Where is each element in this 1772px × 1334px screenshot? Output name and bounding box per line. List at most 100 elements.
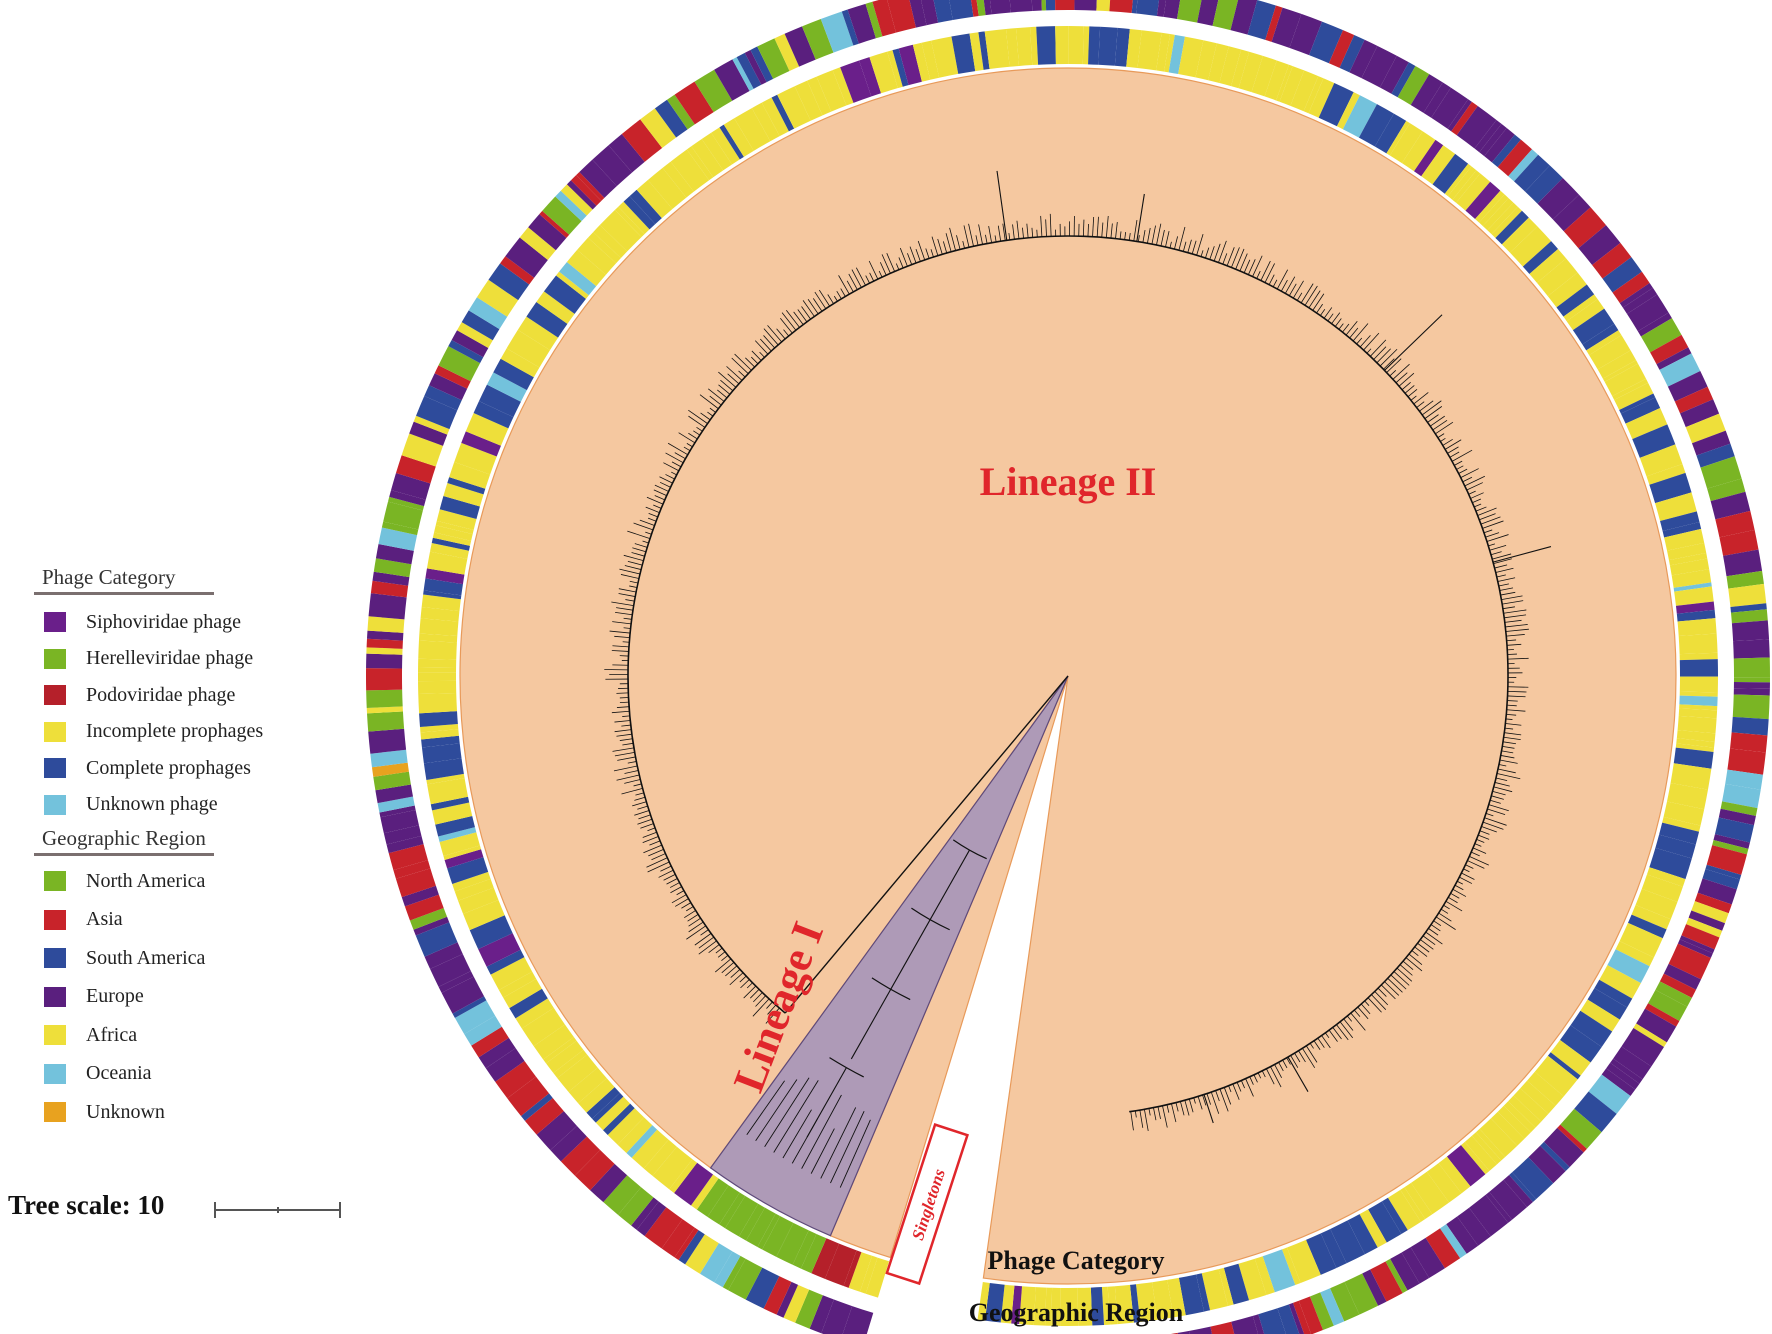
tree-branch — [1377, 987, 1387, 997]
tree-branch — [1497, 577, 1516, 582]
ring-segment — [1696, 443, 1735, 468]
ring-segment — [574, 1150, 615, 1191]
tree-branch — [1505, 723, 1522, 726]
ring-segment — [418, 633, 458, 643]
ring-segment — [381, 521, 419, 536]
tree-branch — [616, 733, 632, 737]
tree-branch — [1231, 247, 1240, 268]
tree-branch — [1222, 253, 1228, 265]
tree-branch — [1499, 759, 1518, 764]
ring-segment — [1668, 552, 1708, 566]
legend-item: Siphoviridae phage — [44, 611, 241, 633]
ring-segment — [1733, 682, 1770, 689]
ring-segment — [1560, 1108, 1602, 1149]
ring-segment — [1614, 382, 1654, 410]
legend-swatch — [44, 721, 66, 742]
ring-segment — [373, 771, 411, 791]
tree-branch — [629, 580, 639, 584]
ring-segment — [379, 805, 416, 818]
ring-segment — [1136, 0, 1160, 16]
ring-segment — [1723, 549, 1763, 577]
tree-branch — [1435, 421, 1454, 435]
ring-segment — [631, 1129, 669, 1169]
ring-segment — [416, 395, 458, 430]
ring-segment — [1230, 0, 1258, 35]
legend-swatch — [44, 612, 66, 632]
tree-branch — [1323, 307, 1333, 319]
ring-segment — [1223, 1263, 1250, 1305]
ring-segment — [1495, 210, 1529, 245]
tree-branch — [717, 951, 726, 958]
tree-branch — [1274, 1064, 1282, 1078]
ring-segment — [1456, 106, 1497, 149]
ring-segment — [515, 998, 554, 1029]
tree-branch — [1504, 727, 1514, 730]
ring-segment — [714, 1251, 741, 1288]
ring-segment — [1626, 294, 1669, 332]
ring-segment — [1594, 979, 1633, 1008]
ring-segment — [536, 291, 575, 324]
tree-branch — [1261, 1070, 1266, 1078]
ring-segment — [1702, 869, 1740, 890]
ring-segment — [821, 1299, 853, 1334]
ring-segment — [1646, 463, 1686, 485]
ring-segment — [1195, 40, 1217, 81]
ring-segment — [1254, 1256, 1275, 1295]
tree-branch — [1153, 1107, 1157, 1121]
ring-segment — [1389, 123, 1423, 164]
ring-segment — [859, 1255, 878, 1294]
tree-branch — [1492, 546, 1552, 563]
ring-segment — [892, 48, 909, 87]
tree-branch — [1193, 1097, 1196, 1104]
ring-segment — [590, 1163, 628, 1203]
geographic-region-legend-divider — [34, 853, 214, 856]
tree-branch — [1438, 912, 1452, 922]
tree-branch — [968, 223, 974, 247]
tree-branch — [1396, 967, 1413, 982]
ring-segment — [1045, 0, 1056, 11]
tree-branch — [1494, 564, 1508, 569]
ring-segment — [503, 978, 542, 1009]
ring-segment — [1167, 1277, 1186, 1318]
tree-branch — [1445, 900, 1463, 912]
ring-segment — [1177, 1330, 1190, 1334]
tree-branch — [1472, 847, 1487, 854]
tree-branch — [1171, 1103, 1177, 1123]
ring-segment — [1636, 1008, 1677, 1043]
ring-segment — [1197, 0, 1219, 26]
tree-branch — [666, 878, 678, 885]
ring-segment — [1386, 120, 1410, 156]
ring-segment — [395, 455, 436, 484]
ring-segment — [1527, 1071, 1564, 1106]
tree-branch — [1282, 1059, 1288, 1069]
tree-branch — [1359, 335, 1371, 348]
tree-branch — [1488, 804, 1509, 812]
ring-segment — [1552, 194, 1591, 232]
tree-branch — [1437, 433, 1445, 438]
tree-branch — [1413, 392, 1429, 405]
tree-branch — [830, 1111, 865, 1184]
tree-branch — [721, 962, 735, 974]
ring-segment — [1390, 1252, 1420, 1291]
ring-segment — [669, 1159, 698, 1194]
tree-branch — [633, 522, 654, 531]
tree-branch — [1477, 507, 1497, 516]
ring-segment — [1649, 847, 1692, 880]
ring-segment — [452, 871, 491, 892]
ring-segment — [1421, 145, 1456, 185]
tree-branch — [1398, 372, 1415, 387]
tree-branch — [1410, 395, 1417, 401]
ring-segment — [1514, 154, 1550, 192]
ring-segment — [1676, 609, 1716, 622]
ring-segment — [553, 1049, 588, 1079]
tree-branch — [767, 1004, 777, 1015]
tree-branch — [634, 543, 648, 548]
ring-segment — [1479, 123, 1507, 157]
ring-segment — [1718, 808, 1756, 826]
ring-segment — [560, 184, 593, 216]
tree-branch — [1386, 358, 1402, 373]
tree-branch — [687, 914, 699, 922]
tree-branch — [625, 599, 635, 602]
tree-branch — [1440, 908, 1449, 914]
tree-branch — [1389, 370, 1397, 377]
